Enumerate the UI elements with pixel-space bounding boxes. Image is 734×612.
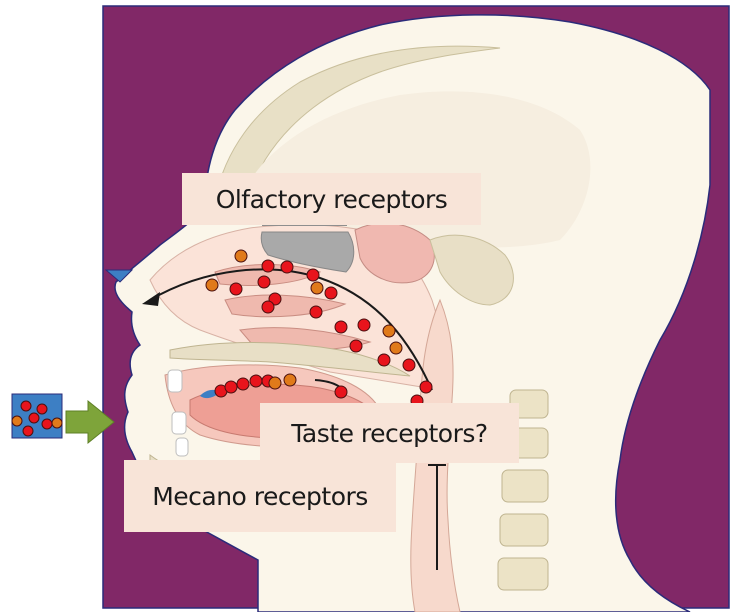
mecano-receptors-label: Mecano receptors bbox=[124, 460, 396, 532]
food-particles-icon bbox=[12, 394, 62, 438]
taste-receptors-label: Taste receptors? bbox=[260, 403, 519, 463]
olfactory-receptors-label: Olfactory receptors bbox=[182, 173, 481, 225]
